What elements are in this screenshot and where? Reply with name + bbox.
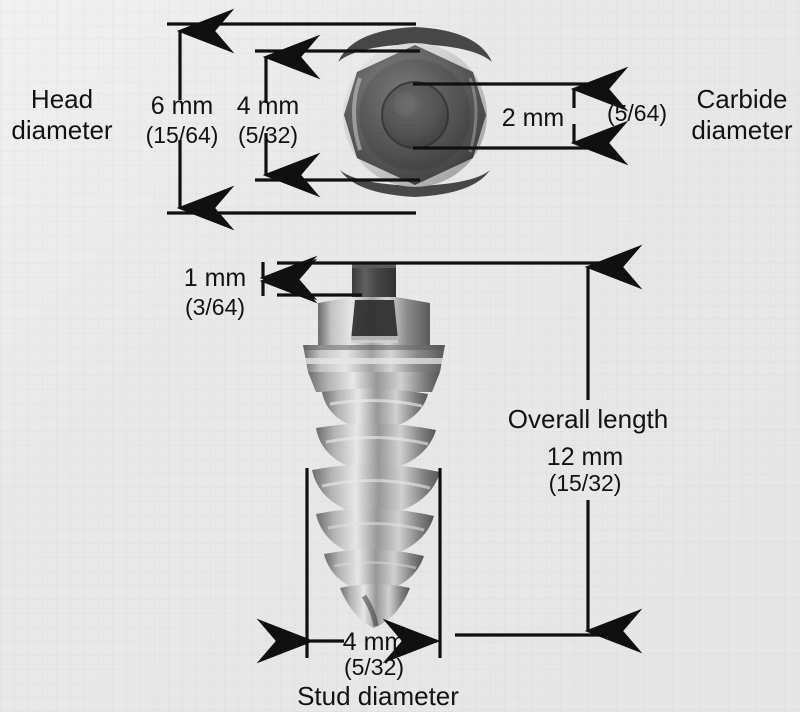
carbide-protrusion-value-inch: (3/64) xyxy=(184,293,246,320)
carbide-diameter-value-mm: 2 mm xyxy=(501,104,565,132)
carbide-protrusion-value-mm: 1 mm xyxy=(183,264,247,292)
head-diameter-value-mm: 6 mm xyxy=(150,92,214,120)
head-diameter-value: 6 mm (15/64) xyxy=(146,92,219,149)
overall-length-value-mm: 12 mm xyxy=(546,443,624,471)
stud-diameter-value-inch: (5/32) xyxy=(343,654,405,680)
head-diameter-label-line2: diameter xyxy=(11,114,113,145)
carbide-diameter-label-line1: Carbide xyxy=(696,84,788,114)
flange-diameter-value-inch: (5/32) xyxy=(237,121,299,148)
overall-length-label: Overall length xyxy=(507,404,669,434)
head-diameter-label: Head diameter xyxy=(11,84,112,145)
overall-length-value-inch: (15/32) xyxy=(548,470,622,496)
carbide-diameter-label-line2: diameter xyxy=(691,114,793,145)
carbide-diameter-value-inch: (5/64) xyxy=(606,100,668,126)
carbide-diameter-label: Carbide diameter xyxy=(691,84,792,145)
flange-diameter-value-mm: 4 mm xyxy=(236,92,300,120)
stud-diameter-label: Stud diameter xyxy=(297,681,459,711)
head-diameter-label-line1: Head xyxy=(30,84,94,114)
flange-diameter-value: 4 mm (5/32) xyxy=(237,92,300,149)
carbide-protrusion-value: 1 mm (3/64) xyxy=(184,264,247,321)
head-diameter-value-inch: (15/64) xyxy=(145,121,219,148)
